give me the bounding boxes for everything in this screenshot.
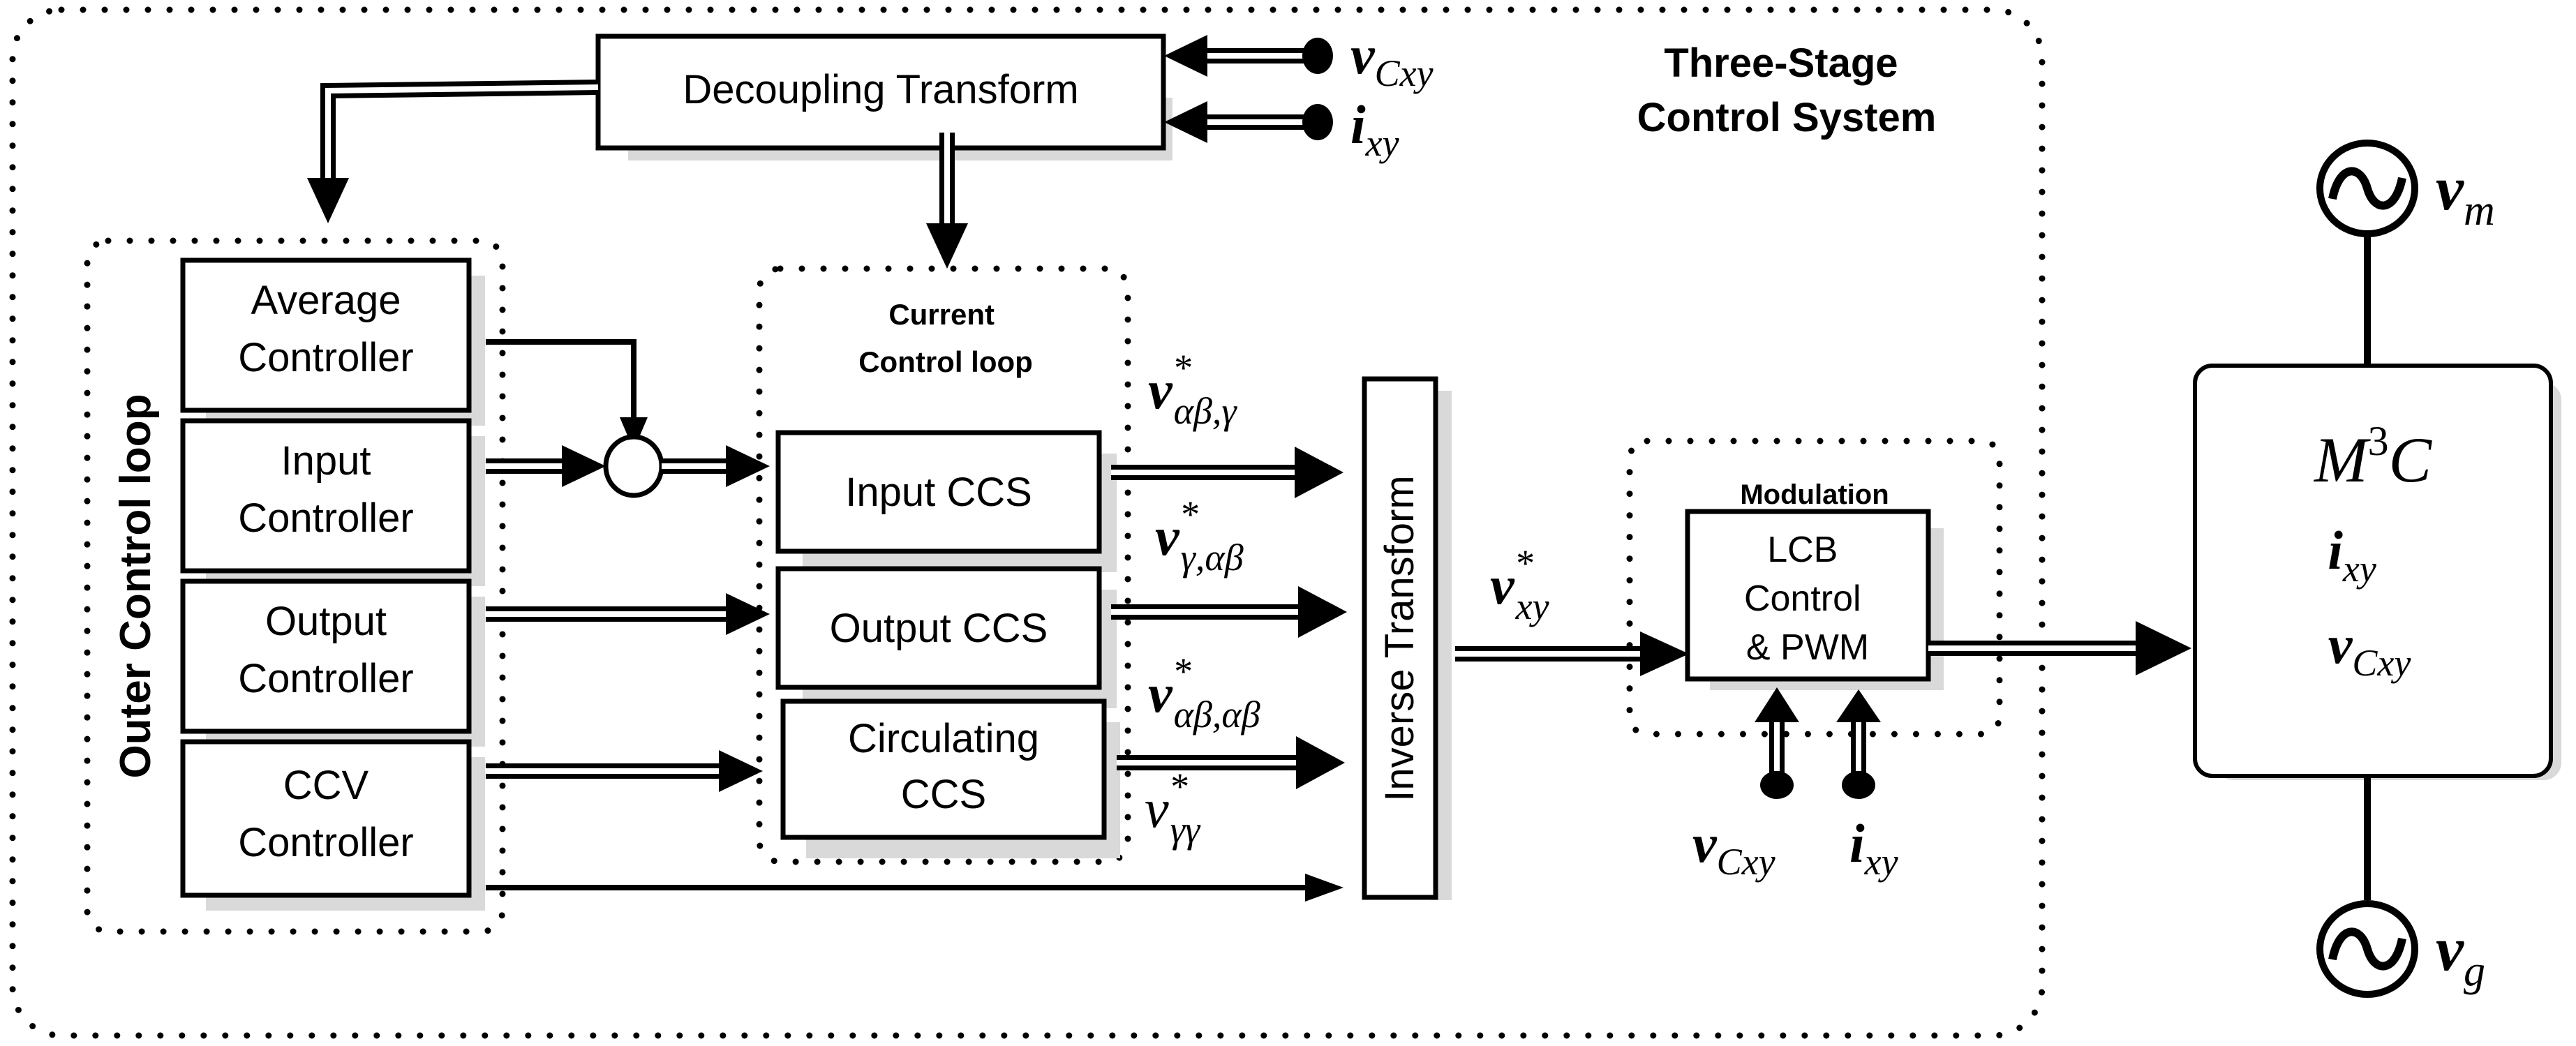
svg-text:LCB Control & PWM: LCB Control & PWM [1744,530,1871,668]
outer-control-loop-boundary [84,237,506,935]
source-vg: vg [2316,900,2485,998]
input-controller-to-sum-arrow [486,445,606,487]
lcb-control-pwm-block[interactable]: LCB Control & PWM [1685,509,1944,690]
inverse-transform-block[interactable]: Inverse Transform [1362,376,1452,900]
ac-source-icon [2316,900,2418,998]
input-terminal-dot [1302,104,1333,140]
decoupling-input-vcxy: vCxy [1164,24,1434,94]
input-terminal-dot [1760,771,1794,799]
sum-to-input-ccs-arrow [662,445,770,487]
svg-text:M3C: M3C [2313,418,2433,495]
three-stage-boundary [9,6,2046,1039]
output-controller-to-ccs-arrow [486,593,770,635]
svg-text:vCxy: vCxy [2328,614,2411,684]
modulation-to-converter-arrow [1928,621,2191,675]
signal-v-xy: v*xy [1490,542,1549,627]
svg-text:ixy: ixy [1350,94,1399,164]
svg-text:ixy: ixy [1849,813,1898,883]
modulation-label: Modulation [1740,479,1889,510]
circulating-ccs-to-inverse-arrow [1117,736,1345,789]
summing-junction-icon [603,434,664,498]
output-ccs-block[interactable]: Output CCS [775,566,1117,708]
current-control-loop-label: Current Control loop [858,298,1033,378]
svg-text:Inverse Transform: Inverse Transform [1377,475,1422,801]
m3c-converter-block[interactable]: M3C ixy vCxy [2193,364,2561,780]
signal-v-alphabeta-gamma: v*αβ,γ [1148,347,1237,432]
signal-v-gamma-gamma: v*γγ [1145,765,1201,851]
modulation-input-vcxy: vCxy [1692,687,1799,883]
average-to-sum-arrow [486,339,648,450]
ac-source-icon [2316,140,2418,237]
input-terminal-dot [1302,38,1333,74]
input-ccs-to-inverse-arrow [1111,447,1343,498]
decoupling-label: Decoupling Transform [683,67,1078,112]
svg-text:vm: vm [2436,154,2495,234]
svg-text:vg: vg [2436,915,2485,995]
svg-text:vCxy: vCxy [1350,24,1434,94]
modulation-input-ixy: ixy [1836,689,1898,883]
signal-v-gamma-alphabeta: v*γ,αβ [1155,493,1244,578]
ccv-to-inverse-arrow [486,874,1343,902]
ccv-controller-to-ccs-arrow [486,750,763,792]
outer-control-loop-label: Outer Control loop [112,394,160,778]
svg-text:vCxy: vCxy [1692,813,1775,883]
source-vm: vm [2316,140,2495,237]
output-ccs-to-inverse-arrow [1111,586,1347,638]
decoupling-to-current-arrow [926,133,968,269]
system-title: Three-Stage Control System [1637,40,1937,140]
signal-v-alphabeta-alphabeta: v*αβ,αβ [1148,650,1260,735]
svg-text:ixy: ixy [2328,520,2376,590]
input-ccs-block[interactable]: Input CCS [775,430,1117,572]
inverse-to-modulation-arrow [1455,632,1689,676]
decoupling-input-ixy: ixy [1164,94,1399,164]
current-control-loop-boundary [756,265,1131,865]
svg-text:Input CCS: Input CCS [845,470,1032,515]
decoupling-transform-block[interactable]: Decoupling Transform [595,33,1172,160]
svg-text:Output CCS: Output CCS [830,606,1048,651]
input-terminal-dot [1842,771,1875,799]
decoupling-to-outer-arrow [307,80,599,223]
